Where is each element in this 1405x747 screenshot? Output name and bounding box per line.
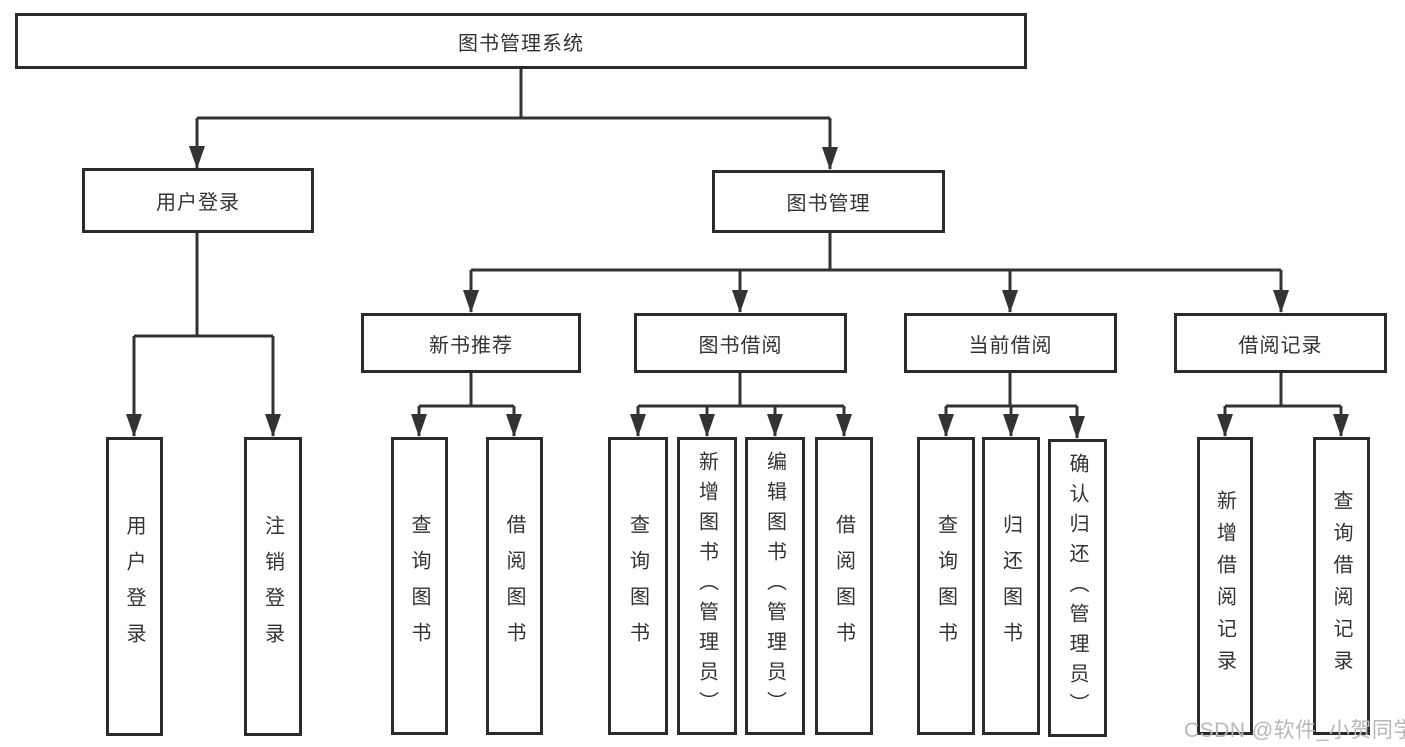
node-label: 图书借阅 — [698, 334, 783, 357]
node-label: 借阅记录 — [1238, 334, 1323, 357]
node-label: 借阅图书 — [832, 514, 855, 658]
node-label: 用户登录 — [156, 192, 240, 214]
node-label: 编辑图书（管理员） — [763, 451, 786, 721]
node-label: 查询图书 — [408, 514, 430, 658]
node-label: 注销登录 — [261, 514, 284, 659]
node-label: 查询图书 — [626, 514, 649, 658]
leaf-confirm-return-admin: 确认归还（管理员） — [1048, 439, 1107, 737]
leaf-search-book-recommend: 查询图书 — [391, 437, 448, 735]
node-label: 新书推荐 — [429, 334, 513, 357]
node-label: 用户登录 — [123, 514, 145, 659]
node-borrow-records: 借阅记录 — [1174, 313, 1387, 373]
node-label: 查询借阅记录 — [1330, 490, 1352, 682]
node-label: 图书管理 — [786, 193, 871, 215]
node-label: 当前借阅 — [968, 334, 1053, 357]
node-label: 新增图书（管理员） — [695, 451, 718, 721]
node-label: 借阅图书 — [503, 514, 525, 658]
leaf-add-borrow-record: 新增借阅记录 — [1197, 437, 1253, 735]
leaf-edit-book-admin: 编辑图书（管理员） — [745, 437, 805, 735]
node-book-borrow: 图书借阅 — [634, 313, 847, 373]
leaf-search-borrow-record: 查询借阅记录 — [1313, 437, 1370, 735]
leaf-search-book-current: 查询图书 — [917, 437, 975, 735]
leaf-user-login: 用户登录 — [106, 437, 163, 736]
leaf-return-book: 归还图书 — [982, 437, 1040, 735]
leaf-search-book-borrow: 查询图书 — [608, 437, 668, 735]
leaf-borrow-book-recommend: 借阅图书 — [486, 437, 543, 735]
node-library-system: 图书管理系统 — [15, 13, 1027, 69]
node-new-book-recommend: 新书推荐 — [361, 313, 581, 373]
leaf-add-book-admin: 新增图书（管理员） — [677, 437, 737, 735]
node-label: 查询图书 — [934, 514, 957, 658]
node-label: 归还图书 — [999, 514, 1022, 658]
node-label: 图书管理系统 — [458, 32, 584, 55]
node-book-management: 图书管理 — [712, 170, 945, 233]
node-user-login: 用户登录 — [82, 168, 314, 233]
node-label: 新增借阅记录 — [1213, 490, 1236, 682]
node-label: 确认归还（管理员） — [1066, 453, 1088, 723]
csdn-watermark: CSDN @软件_小贺同学 — [1184, 719, 1405, 742]
node-current-borrow: 当前借阅 — [904, 313, 1117, 373]
leaf-borrow-book: 借阅图书 — [815, 437, 873, 735]
leaf-logout: 注销登录 — [244, 437, 302, 736]
